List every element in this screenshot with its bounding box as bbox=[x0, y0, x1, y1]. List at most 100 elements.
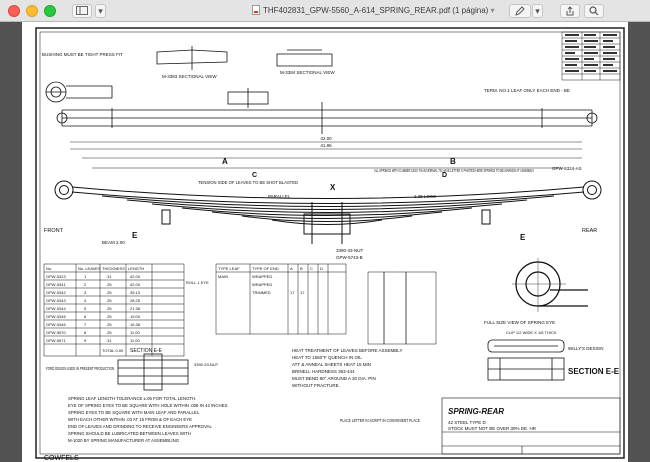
drawing-subtitle: 42 STEEL TYPE D bbox=[448, 420, 487, 425]
table-header: D bbox=[320, 266, 323, 271]
table-cell: 8 bbox=[84, 330, 87, 335]
table-cell: GPW-5570 bbox=[46, 330, 66, 335]
section-ee-detail bbox=[117, 353, 189, 391]
table-cell: GPW-5346 bbox=[46, 322, 66, 327]
sidebar-options-button[interactable]: ▾ bbox=[95, 4, 106, 18]
table-cell: 3 bbox=[84, 290, 87, 295]
table-cell: WRAPPED bbox=[252, 274, 272, 279]
minimize-window-button[interactable] bbox=[26, 5, 38, 17]
table-cell: GPW-5345 bbox=[46, 314, 66, 319]
table-cell: .25 bbox=[106, 306, 112, 311]
engineering-drawing: BUSHING MUST BE TIGHT PRESS FIT M-3383 S… bbox=[35, 27, 625, 462]
heat-note-line: HEAT TO 1550°F QUENCH IN OIL bbox=[292, 355, 362, 360]
general-note-line: END OF LEAVES AND GRINDING TO RECEIVE EN… bbox=[68, 424, 213, 429]
sidebar-icon bbox=[76, 6, 88, 15]
table-header: A bbox=[290, 266, 293, 271]
table-cell: 9 bbox=[84, 338, 87, 343]
section-ee-right: SECTION E-E bbox=[568, 367, 620, 376]
sectional-view-label: M-3383 SECTIONAL VIEW bbox=[162, 74, 217, 79]
place-letter-note: PLACE LETTER IN SCRIPT IN CONVENIENT PLA… bbox=[340, 418, 420, 423]
table-header: No. bbox=[46, 266, 52, 271]
table-cell: 17 bbox=[290, 290, 295, 295]
sidebar-toggle-button[interactable] bbox=[72, 4, 92, 18]
search-button[interactable] bbox=[584, 4, 604, 18]
table-header: No. LEAVES bbox=[78, 266, 101, 271]
table-cell: GPW-5344 bbox=[46, 306, 66, 311]
table-cell: 11.00 bbox=[130, 338, 140, 343]
share-button[interactable] bbox=[560, 4, 580, 18]
company-name: COWFELS bbox=[44, 455, 79, 462]
camber-note: ALL SPRINGS WITH CAMBER LESS THAN NORMAL… bbox=[374, 168, 534, 173]
dim-41-96: 41.96 bbox=[320, 143, 332, 148]
table-cell: 1 bbox=[84, 274, 87, 279]
drawing-subtitle-2: STOCK MUST NOT BE OVER 30% DE. HR bbox=[448, 426, 537, 431]
table-header: TYPE LEAF bbox=[218, 266, 240, 271]
table-cell: 2 bbox=[84, 282, 87, 287]
table-cell: 5 bbox=[84, 306, 87, 311]
table-cell: GPW-5571 bbox=[46, 338, 66, 343]
share-icon bbox=[566, 6, 574, 16]
zoom-window-button[interactable] bbox=[44, 5, 56, 17]
pdf-page[interactable]: BUSHING MUST BE TIGHT PRESS FIT M-3383 S… bbox=[22, 22, 628, 462]
general-note-line: WITH EACH OTHER WITHIN .03 AT 15 FROM & … bbox=[68, 417, 192, 422]
spring-eye-view bbox=[512, 258, 588, 312]
clip-detail bbox=[487, 339, 565, 381]
section-letter-e-left: E bbox=[132, 231, 138, 240]
bolt-label: 3390-33-NUT bbox=[336, 248, 364, 253]
leaf-table-text: No. No. LEAVES THICKNESS LENGTH GPW-5323… bbox=[46, 266, 323, 353]
table-cell: .25 bbox=[106, 330, 112, 335]
leaf-table bbox=[43, 263, 437, 357]
spring-side-view bbox=[54, 180, 602, 244]
beam-dim: BEAM 2.00 bbox=[102, 240, 125, 245]
general-note-line: M-1020 BY SPRING MANUFACTURER AT ASSEMBL… bbox=[68, 438, 180, 443]
table-total: TOTAL 0.00 bbox=[102, 348, 124, 353]
pdf-document-icon bbox=[252, 5, 260, 15]
table-cell: GPW-5341 bbox=[46, 282, 66, 287]
table-cell: GPW-5323 bbox=[46, 274, 66, 279]
table-header: TYPE OF END bbox=[252, 266, 279, 271]
title-menu-chevron[interactable]: ▾ bbox=[490, 6, 495, 15]
nut-label: 3390-33-NUT bbox=[194, 362, 219, 367]
ford-design-note: FORD DESIGN USED IN PRESENT PRODUCTION bbox=[46, 366, 114, 371]
table-cell: 7 bbox=[84, 322, 87, 327]
full-size-view-label: FULL SIZE VIEW OF SPRING EYE bbox=[484, 320, 555, 325]
markup-options-button[interactable]: ▾ bbox=[532, 4, 543, 18]
pen-icon bbox=[514, 6, 525, 16]
rear-label: REAR bbox=[582, 228, 597, 234]
bushing-note: BUSHING MUST BE TIGHT PRESS FIT bbox=[42, 52, 123, 57]
table-cell: .31 bbox=[106, 274, 112, 279]
dim-letter-c: C bbox=[252, 172, 257, 179]
heat-note-line: HEAT TREATMENT OF LEAVES BEFORE ASSEMBLY bbox=[292, 348, 402, 353]
dim-letter-a: A bbox=[222, 157, 228, 166]
table-cell: .25 bbox=[106, 290, 112, 295]
loss-label: 1.25 LOSS bbox=[414, 194, 436, 199]
title-block bbox=[441, 397, 621, 455]
close-window-button[interactable] bbox=[8, 5, 20, 17]
table-cell: 42.00 bbox=[130, 274, 141, 279]
tension-note: TENSION SIDE OF LEAVES TO BE SHOT BLASTE… bbox=[198, 180, 299, 185]
table-cell: 17 bbox=[300, 290, 305, 295]
dim-letter-d: D bbox=[442, 172, 447, 179]
parallel-note: PARALLEL bbox=[268, 194, 291, 199]
heat-note-line: ATT & ANNEAL SHEETS HEAT 15 MIN bbox=[292, 362, 371, 367]
table-header: THICKNESS bbox=[102, 266, 125, 271]
table-cell: .25 bbox=[106, 314, 112, 319]
dim-letter-b: B bbox=[450, 157, 456, 166]
table-cell: .25 bbox=[106, 322, 112, 327]
table-cell: 16.38 bbox=[130, 322, 141, 327]
table-cell: TRIMMED bbox=[252, 290, 271, 295]
general-note-line: SPRING SHOULD BE LUBRICATED BETWEEN LEAV… bbox=[68, 431, 191, 436]
table-cell: 4 bbox=[84, 298, 87, 303]
revision-block bbox=[561, 31, 621, 81]
gpw-part-label: GPW-5324-AS bbox=[552, 166, 582, 171]
markup-pen-button[interactable] bbox=[509, 4, 531, 18]
front-label: FRONT bbox=[44, 228, 64, 234]
table-header: LENGTH bbox=[128, 266, 144, 271]
heat-note-line: MUST BEND 90° AROUND A 30 DIA. PIN bbox=[292, 376, 376, 381]
bolt-part-label: GPW-5743-B bbox=[336, 255, 363, 260]
table-cell: .25 bbox=[106, 298, 112, 303]
camber-letter-x: X bbox=[330, 183, 336, 192]
table-cell: WRAPPED bbox=[252, 282, 272, 287]
table-cell: 19.00 bbox=[130, 314, 141, 319]
title-bar: ▾ THF402831_GPW-5560_A-614_SPRING_REAR.p… bbox=[0, 0, 650, 22]
